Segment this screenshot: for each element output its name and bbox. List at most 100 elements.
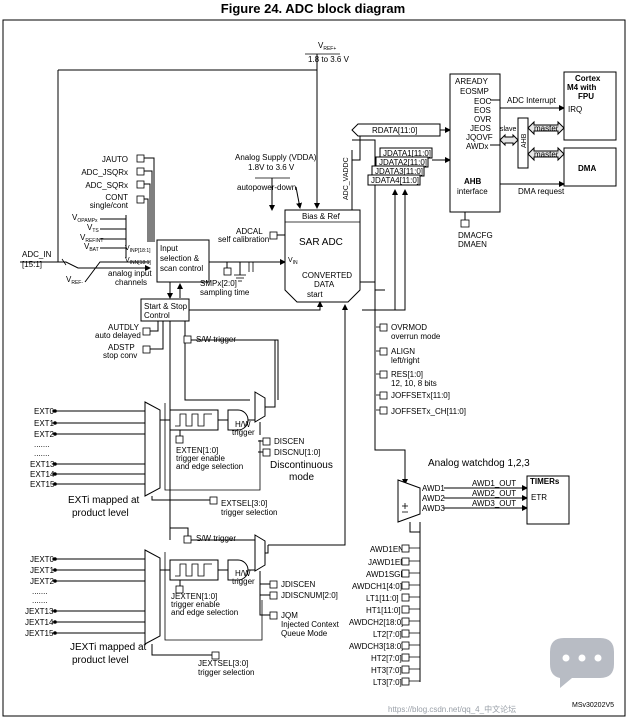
awd2-label: AWD2	[422, 494, 445, 503]
dma-block	[563, 147, 617, 187]
svg-text:AWDx: AWDx	[466, 142, 488, 151]
svg-text:RES[1:0]: RES[1:0]	[391, 370, 423, 379]
adstp-bit	[142, 345, 151, 354]
svg-text:.......: .......	[34, 440, 50, 449]
jdiscen-bit	[269, 580, 278, 589]
awd1-out-label: AWD1_OUT	[472, 479, 516, 488]
autopower-down: autopower-down	[237, 183, 296, 192]
ahb-label: AHB	[464, 177, 482, 186]
adc-interrupt-label: ADC Interrupt	[507, 96, 557, 105]
awd2-out-label: AWD2_OUT	[472, 489, 516, 498]
analog-supply-range: 1.8V to 3.6 V	[248, 163, 295, 172]
cont-sub-label: single/cont	[90, 201, 129, 210]
jexten-sub2: and edge selection	[171, 608, 238, 617]
analog-supply-label: Analog Supply (VDDA)	[235, 153, 317, 162]
start-label: start	[307, 290, 323, 299]
svg-text:EXT1: EXT1	[34, 419, 55, 428]
svg-text:HT3[7:0]: HT3[7:0]	[371, 666, 402, 675]
jhw-trigger-label: H/W	[235, 569, 251, 578]
edge-detector	[169, 409, 219, 431]
svg-text:ALIGN: ALIGN	[391, 347, 415, 356]
jextsel-label: JEXTSEL[3:0]	[198, 659, 248, 668]
jext-mapped-l2: product level	[72, 655, 129, 666]
adstp-sub: stop conv	[103, 351, 137, 360]
ext-mapped-l1: EXTi mapped at	[68, 495, 140, 506]
discontinuous-l1: Discontinuous	[270, 460, 333, 471]
jexten-sub1: trigger enable	[171, 600, 220, 609]
jtrigger-and-gate	[227, 559, 249, 581]
jextsel-reg	[211, 651, 220, 660]
bias-ref-label: Bias & Ref	[302, 212, 341, 221]
svg-text:EXT15: EXT15	[30, 480, 55, 489]
exten-reg	[175, 435, 184, 444]
vref-range: 1.8 to 3.6 V	[308, 55, 350, 64]
autdly-label: AUTDLY	[108, 323, 140, 332]
svg-text:JOFFSETx[11:0]: JOFFSETx[11:0]	[391, 391, 450, 400]
svg-text:EXT2: EXT2	[34, 430, 55, 439]
jexten-label: JEXTEN[1:0]	[171, 592, 217, 601]
autdly-sub: auto delayed	[95, 331, 141, 340]
jauto-label: JAUTO	[102, 155, 128, 164]
discnu-reg	[262, 448, 271, 457]
control-inputs: JAUTO ADC_JSQRx ADC_SQRx CONT single/con…	[81, 154, 155, 242]
svg-text:EXT0: EXT0	[34, 407, 55, 416]
vref-plus-label: VREF+	[318, 41, 336, 52]
hw-trigger-sub: trigger	[232, 428, 255, 437]
startstop-l1: Start & Stop	[144, 302, 188, 311]
input-sel-l2: selection &	[160, 254, 200, 263]
exten-sub2: and edge selection	[176, 462, 243, 471]
svg-text:.......: .......	[32, 587, 48, 596]
svg-text:OVR: OVR	[474, 115, 492, 124]
svg-text:JAWD1EN: JAWD1EN	[368, 558, 406, 567]
watchdog-comparator	[397, 479, 421, 523]
svg-text:JEOS: JEOS	[470, 124, 491, 133]
irq-label: IRQ	[568, 105, 582, 114]
exten-label: EXTEN[1:0]	[176, 446, 218, 455]
adc-vaddc-label: ADC_VADDC	[343, 157, 350, 200]
rdata-label: RDATA[11:0]	[372, 126, 417, 135]
dma-request-label: DMA request	[518, 187, 565, 196]
dmacfg-reg	[460, 219, 470, 228]
svg-text:VREFINT: VREFINT	[80, 233, 103, 244]
adc-sqrx-label: ADC_SQRx	[85, 181, 128, 190]
sw-trigger-bit-injected	[183, 535, 192, 544]
ext-mapped-l2: product level	[72, 508, 129, 519]
data-label: DATA	[314, 280, 335, 289]
etr-label: ETR	[531, 493, 547, 502]
jdiscnum-reg	[269, 591, 278, 600]
jedge-detector	[169, 559, 219, 581]
cortex-m4-block	[563, 71, 617, 141]
master-label-2: master	[534, 150, 559, 159]
svg-text:12, 10, 8 bits: 12, 10, 8 bits	[391, 379, 437, 388]
cont-bit	[136, 195, 145, 204]
startstop-l2: Control	[144, 311, 170, 320]
svg-text:VBAT: VBAT	[84, 242, 99, 253]
vref-minus-label: VREF-	[66, 275, 83, 286]
svg-text:JEXT15: JEXT15	[25, 629, 54, 638]
dma-label: DMA	[578, 164, 596, 173]
svg-text:VTS: VTS	[87, 223, 99, 234]
slave-arrow	[499, 133, 519, 147]
jqm-sub1: Injected Context	[281, 620, 340, 629]
analog-input-channels: analog input	[108, 269, 152, 278]
cont-label: CONT	[105, 193, 128, 202]
vin-label: VIN	[288, 257, 298, 266]
figure-code: MSv30202V5	[572, 702, 614, 709]
dmacfg-label: DMACFG	[458, 231, 493, 240]
jext-triggers: JEXT0 JEXT1 JEXT2 ....... ....... JEXT13…	[25, 555, 145, 638]
svg-text:LT3[7:0]: LT3[7:0]	[373, 678, 402, 687]
svg-text:EOSMP: EOSMP	[460, 87, 489, 96]
discontinuous-l2: mode	[289, 472, 314, 483]
vinp-label: VINP[18:1]	[125, 245, 151, 254]
chat-bubble-icon	[550, 638, 614, 688]
watchdog-title: Analog watchdog 1,2,3	[428, 458, 530, 469]
adc-jsqrx-reg	[136, 167, 145, 176]
ahb-bus	[517, 117, 529, 169]
svg-text:JDATA2[11:0]: JDATA2[11:0]	[379, 158, 427, 167]
svg-text:HT1[11:0]: HT1[11:0]	[366, 606, 401, 615]
hw-trigger-label: H/W	[235, 420, 251, 429]
svg-text:JOFFSETx_CH[11:0]: JOFFSETx_CH[11:0]	[391, 407, 466, 416]
cortex-l1: Cortex	[575, 74, 601, 83]
jhw-trigger-sub: trigger	[232, 577, 255, 586]
